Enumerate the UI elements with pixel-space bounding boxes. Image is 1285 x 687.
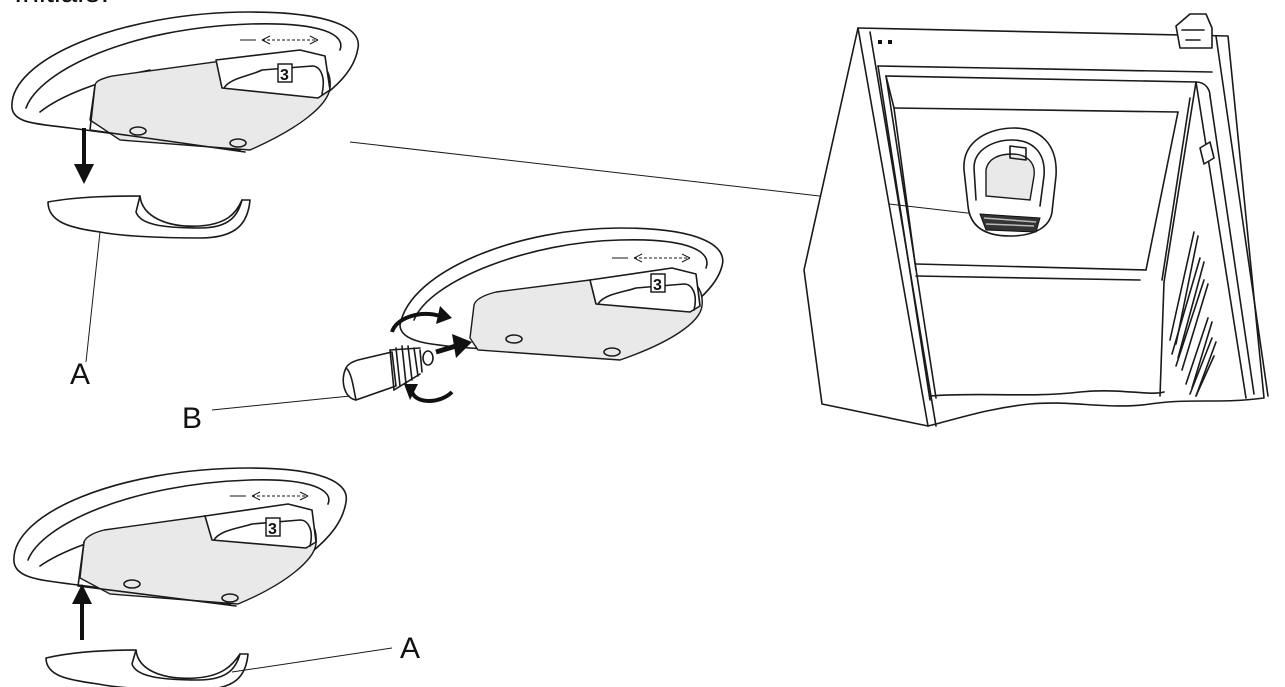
- instruction-heading: Initiale:: [14, 0, 109, 8]
- lamp-cover-bottom: [45, 649, 249, 687]
- down-arrow-icon: [74, 128, 94, 184]
- cabinet-lamp-housing: [963, 127, 1057, 237]
- lamp-housing-middle: 3: [399, 227, 724, 361]
- light-bulb: [342, 345, 434, 401]
- label-a-cover-bottom: A: [400, 632, 421, 665]
- label-a-cover-top: A: [70, 358, 91, 391]
- step-mark-middle: 3: [653, 277, 662, 294]
- step-mark-top: 3: [280, 67, 289, 84]
- up-arrow-icon: [72, 584, 92, 640]
- refrigerator-cabinet: [803, 13, 1269, 427]
- push-arrow-icon: [435, 334, 472, 358]
- leader-line-a-top: [85, 231, 101, 363]
- lamp-housing-top: 3: [11, 11, 360, 153]
- rotate-arrow-icon-upper: [390, 306, 452, 333]
- step-mark-bottom: 3: [268, 521, 277, 538]
- leader-line-b: [211, 395, 351, 411]
- lamp-cover-top: [47, 195, 251, 239]
- lamp-housing-bottom: 3: [13, 467, 348, 607]
- bulb-thread: [389, 345, 423, 391]
- leader-line-a-bottom: [231, 647, 393, 673]
- label-b-bulb: B: [182, 402, 203, 435]
- rotate-arrow-icon-lower: [404, 384, 454, 403]
